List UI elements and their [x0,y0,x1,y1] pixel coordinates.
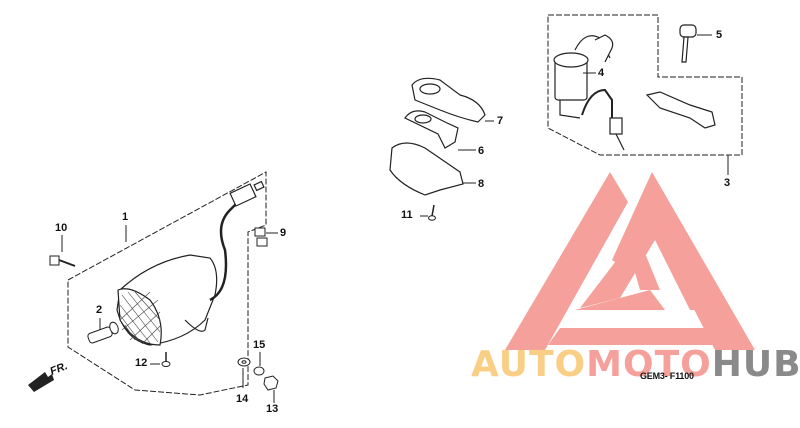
callout-15: 15 [253,339,266,351]
callout-5: 5 [716,29,723,41]
callout-14: 14 [236,393,249,405]
leader-lines [61,34,729,403]
bracket-6-icon [404,110,459,149]
ignition-set-outline [547,14,743,156]
ignition-switch-4-icon [553,34,625,151]
washer-15-icon [253,366,265,376]
callout-8: 8 [478,178,485,190]
watermark-moto: MOTO [586,344,712,385]
callout-1: 1 [122,211,129,223]
callout-7: 7 [497,115,504,127]
bulb-icon [87,321,119,344]
watermark-hub: HUB [711,344,800,385]
front-direction-arrow-icon [28,372,54,392]
key-5-icon [679,24,697,63]
cover-8-icon [389,142,464,196]
washer-14-icon [237,357,251,367]
watermark-auto: AUTO [471,344,587,385]
callout-9: 9 [280,227,287,239]
watermark-logo-icon [505,172,755,350]
headlight-assembly-icon [116,180,265,346]
screw-12-icon [161,352,171,367]
figure-code: GEM3- F1100 [640,371,694,381]
callout-6: 6 [478,145,485,157]
bolt-10-icon [49,255,76,267]
headlight-group-outline [67,171,267,396]
callout-3: 3 [724,177,731,189]
nut-13-icon [263,375,279,391]
callout-13: 13 [266,403,279,415]
lock-bracket-icon [645,91,716,129]
cover-7-icon [411,77,486,123]
screw-11-icon [428,204,436,221]
callout-12: 12 [135,357,148,369]
watermark-text: AUTOMOTOHUB [471,347,800,383]
callout-4: 4 [598,67,605,79]
callout-2: 2 [96,304,103,316]
callout-11: 11 [401,209,413,221]
clip-9-icon [254,227,268,247]
callout-10: 10 [55,222,68,234]
